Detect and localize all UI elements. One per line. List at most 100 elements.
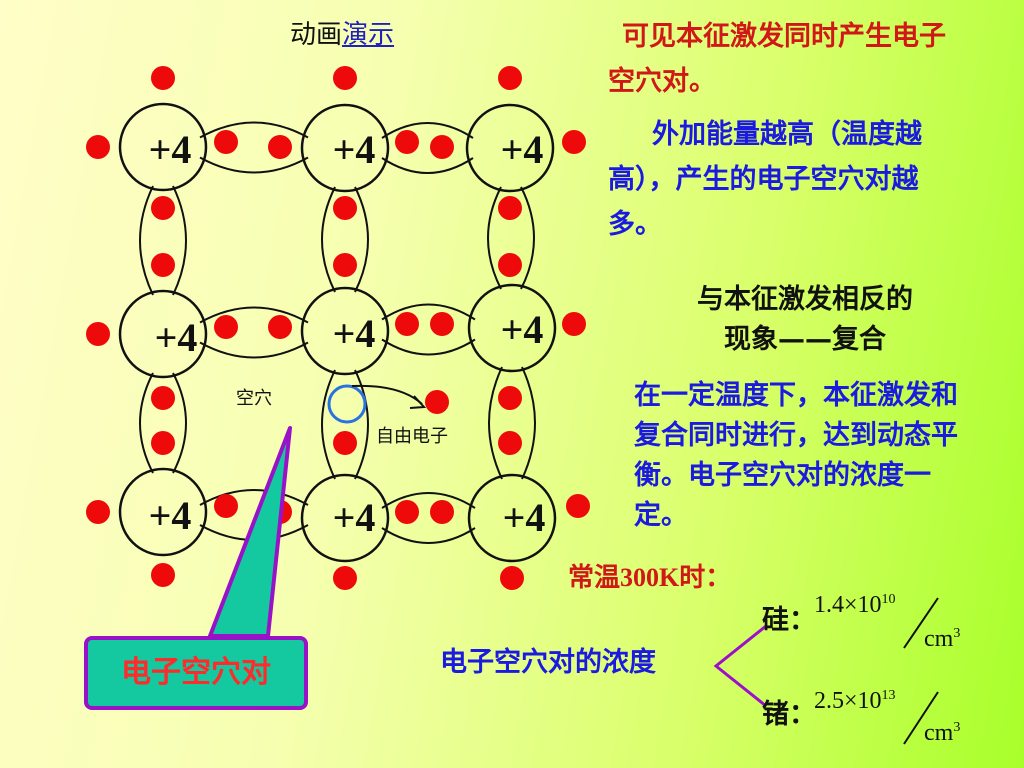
temperature-text: 外加能量越高（温度越高），产生的电子空穴对越多。	[608, 119, 922, 240]
bond-arc	[199, 156, 309, 174]
germanium-unit: cm3	[924, 720, 960, 747]
atom-circle	[300, 286, 390, 376]
silicon-unit: cm3	[924, 626, 960, 653]
bond-arc	[521, 366, 536, 480]
callout-pointer	[208, 426, 292, 638]
silicon-exponent: 10	[881, 592, 896, 607]
germanium-unit-exp: 3	[953, 720, 961, 735]
atom-circle	[118, 102, 208, 192]
atom-label: +4	[332, 311, 376, 356]
germanium-mantissa: 2.5	[814, 688, 844, 714]
electron-dot	[268, 315, 292, 339]
bond-arc	[520, 186, 535, 290]
electron-dot	[498, 253, 522, 277]
atom-circle	[467, 283, 557, 373]
atom-label: +4	[500, 127, 544, 172]
germanium-label: 锗：	[762, 699, 816, 730]
electron-dot	[214, 130, 238, 154]
equilibrium-text: 在一定温度下，本征激发和复合同时进行，达到动态平衡。电子空穴对的浓度一定。	[634, 380, 958, 531]
bond-arc	[488, 366, 503, 480]
electron-dot	[430, 500, 454, 524]
atom-cores	[118, 102, 557, 563]
electron-dot	[500, 566, 524, 590]
germanium-unit-base: cm	[924, 720, 954, 746]
concentration-label: 电子空穴对的浓度	[440, 647, 656, 678]
electron-dot	[151, 563, 175, 587]
electron-dot	[86, 322, 110, 346]
bond-arc	[199, 489, 309, 506]
hole-circle	[327, 384, 367, 424]
electron-dot	[395, 130, 419, 154]
room-temperature-label: 常温300K时：	[568, 557, 731, 594]
germanium-exponent: 13	[881, 688, 896, 703]
atom-label: +4	[502, 495, 546, 540]
atom-label: +4	[332, 495, 376, 540]
recombination-heading: 与本征激发相反的 现象——复合	[640, 280, 970, 360]
room-temp-value: 300K	[620, 563, 680, 592]
bond-arc	[381, 492, 476, 509]
bond-arc	[199, 121, 309, 139]
silicon-mantissa: 1.4	[814, 592, 844, 618]
electron-dot	[425, 390, 449, 414]
silicon-unit-base: cm	[924, 626, 954, 652]
bond-arc	[321, 186, 336, 293]
recombination-heading-line2: 现象——复合	[724, 324, 886, 355]
atom-label: +4	[500, 307, 544, 352]
silicon-value: 1.4×1010	[814, 592, 896, 618]
bond-arc	[199, 341, 309, 359]
bond-arc	[139, 185, 154, 296]
electron-dot	[268, 135, 292, 159]
valence-electrons	[86, 66, 590, 590]
electron-dot	[562, 312, 586, 336]
free-electron-arrow-head	[409, 395, 427, 409]
silicon-unit-exp: 3	[953, 626, 961, 641]
electron-dot	[151, 66, 175, 90]
bond-arc	[354, 186, 369, 293]
electron-dot	[214, 315, 238, 339]
atom-circle	[118, 289, 208, 379]
electron-dot	[151, 196, 175, 220]
title-prefix: 动画	[290, 20, 343, 50]
electron-dot	[333, 253, 357, 277]
electron-hole-pair-callout: 电子空穴对	[84, 636, 308, 710]
bond-arc	[381, 303, 476, 321]
electron-dot	[86, 500, 110, 524]
atom-circle	[465, 103, 555, 193]
electron-dot	[498, 431, 522, 455]
electron-dot	[498, 66, 522, 90]
concentration-brace	[713, 624, 767, 708]
bond-arc	[487, 186, 502, 290]
bond-arc	[321, 369, 336, 480]
room-temp-cn: 常温	[568, 563, 621, 593]
room-temp-suffix: 时：	[679, 563, 732, 593]
bond-arc	[172, 185, 187, 296]
hole-label: 空穴	[236, 388, 272, 409]
atom-circle	[118, 467, 208, 557]
slide-title: 动画演示	[290, 14, 394, 51]
electron-dot	[566, 494, 590, 518]
bond-arc	[381, 157, 474, 174]
electron-dot	[333, 196, 357, 220]
electron-dot	[333, 66, 357, 90]
atom-label: +4	[148, 493, 192, 538]
bond-arc	[381, 122, 474, 139]
electron-dot	[151, 253, 175, 277]
bond-arc	[354, 369, 369, 480]
atom-label: +4	[148, 127, 192, 172]
electron-dot	[562, 130, 586, 154]
electron-dot	[430, 312, 454, 336]
silicon-label: 硅：	[762, 605, 816, 636]
germanium-value: 2.5×1013	[814, 688, 896, 714]
demo-link[interactable]: 演示	[342, 20, 395, 50]
atom-circle	[467, 473, 557, 563]
bond-arc	[199, 306, 309, 324]
silicon-slash	[903, 597, 939, 649]
germanium-slash	[903, 691, 939, 745]
bond-arc	[139, 372, 154, 474]
free-electron-label: 自由电子	[376, 426, 448, 447]
intro-text: 可见本征激发同时产生电子空穴对。	[608, 21, 946, 97]
recombination-heading-line1: 与本征激发相反的	[697, 284, 913, 315]
electron-dot	[395, 312, 419, 336]
atom-circle	[300, 103, 390, 193]
